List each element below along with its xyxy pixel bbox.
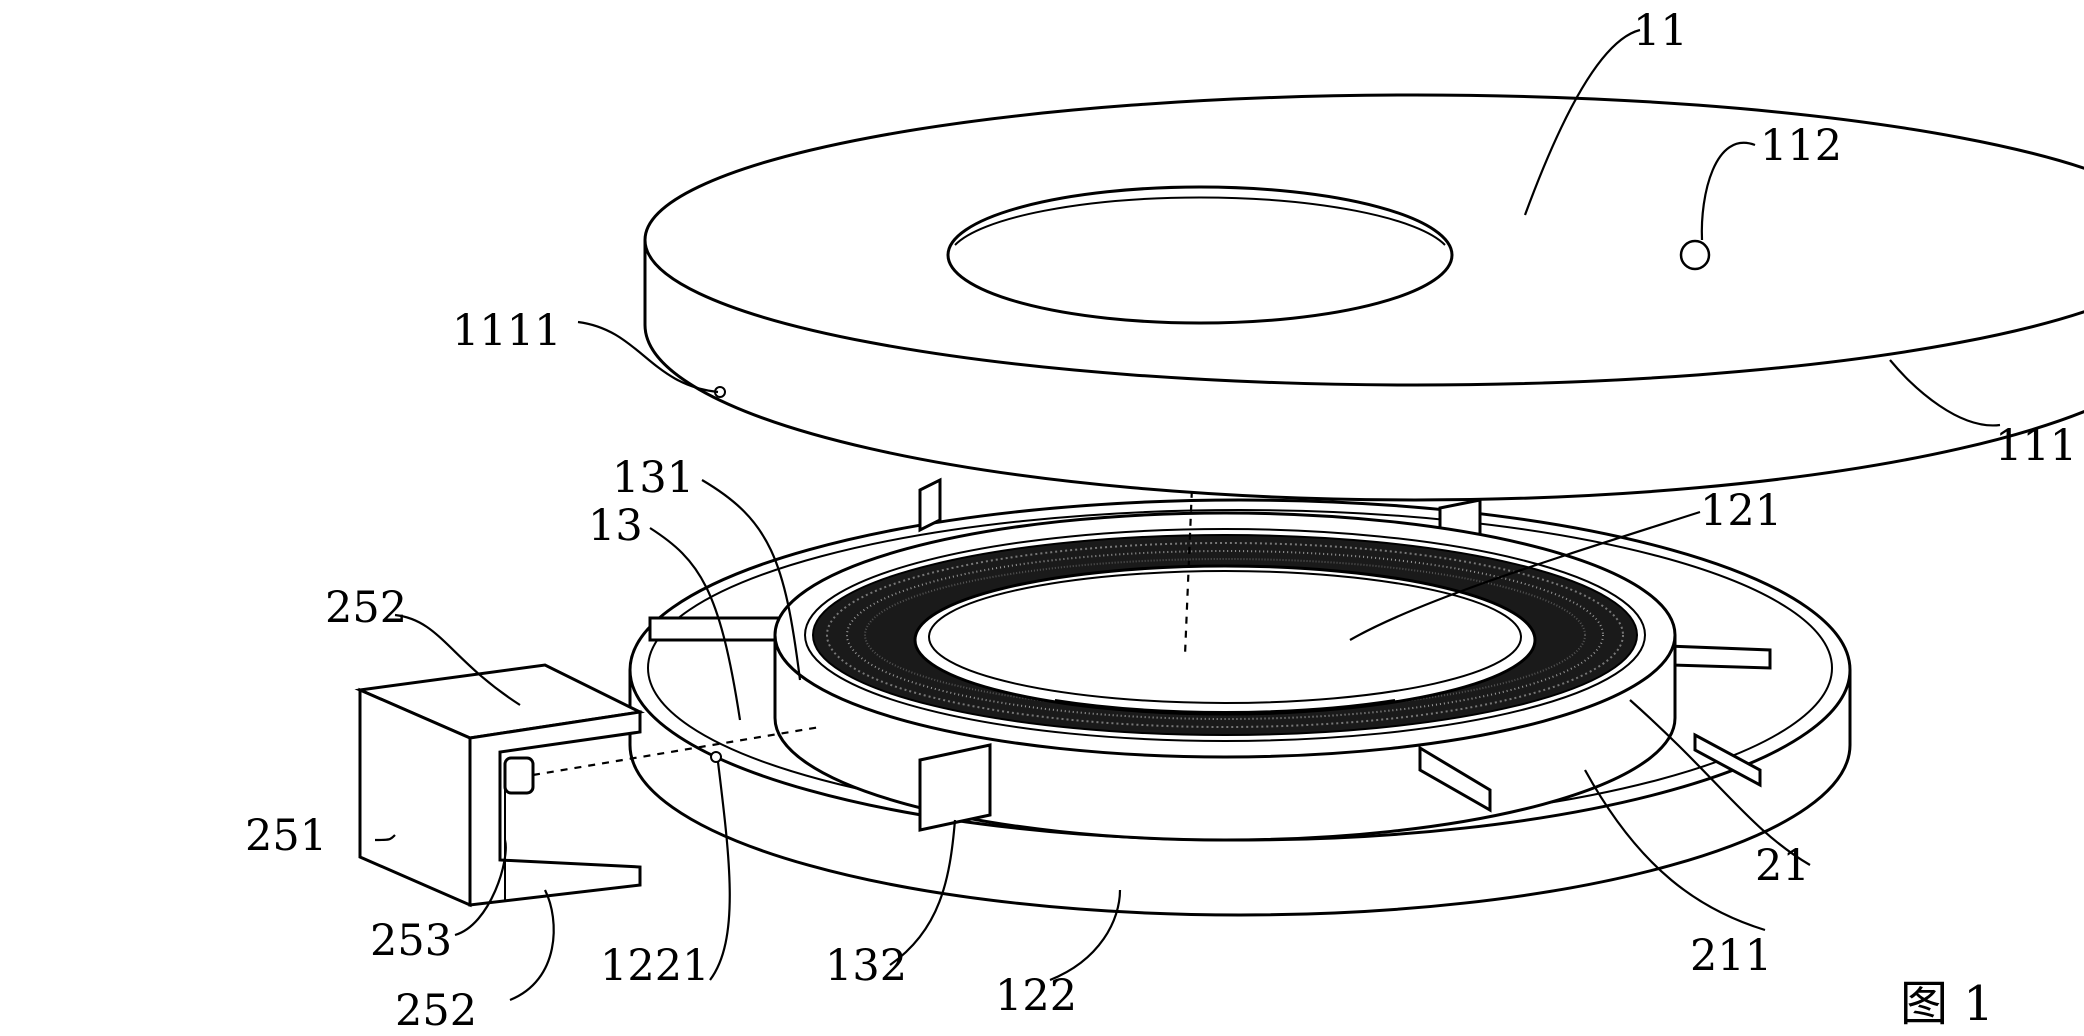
label-1221: 1221 [600, 941, 709, 991]
label-131: 131 [612, 453, 694, 503]
label-121: 121 [1700, 486, 1782, 536]
sensor-block [354, 663, 821, 908]
figure-caption: 图 1 [1900, 976, 1994, 1032]
reference-labels: 11 112 1111 111 131 121 13 252 251 253 2… [245, 6, 2077, 1036]
label-21: 21 [1755, 841, 1810, 891]
label-252-bottom: 252 [395, 986, 477, 1036]
label-252-top: 252 [325, 583, 407, 633]
label-211: 211 [1690, 931, 1772, 981]
fins-front [918, 732, 1762, 832]
top-cover [643, 93, 2084, 502]
label-122: 122 [995, 971, 1077, 1021]
sensor-element-253 [503, 756, 535, 795]
leader-lines [374, 28, 2001, 1002]
label-132: 132 [825, 941, 907, 991]
rim-notch-1221 [710, 751, 722, 763]
cover-center-opening [946, 185, 1454, 325]
cover-port-112 [1679, 239, 1711, 271]
label-111: 111 [1995, 421, 2077, 471]
label-251: 251 [245, 811, 327, 861]
label-1111: 1111 [452, 306, 561, 356]
brush-ring [812, 534, 1638, 736]
label-11: 11 [1633, 6, 1688, 56]
label-112: 112 [1760, 121, 1842, 171]
label-13: 13 [588, 501, 643, 551]
label-253: 253 [370, 916, 452, 966]
sensor-beam-line [532, 725, 821, 777]
base-assembly [628, 294, 1852, 917]
